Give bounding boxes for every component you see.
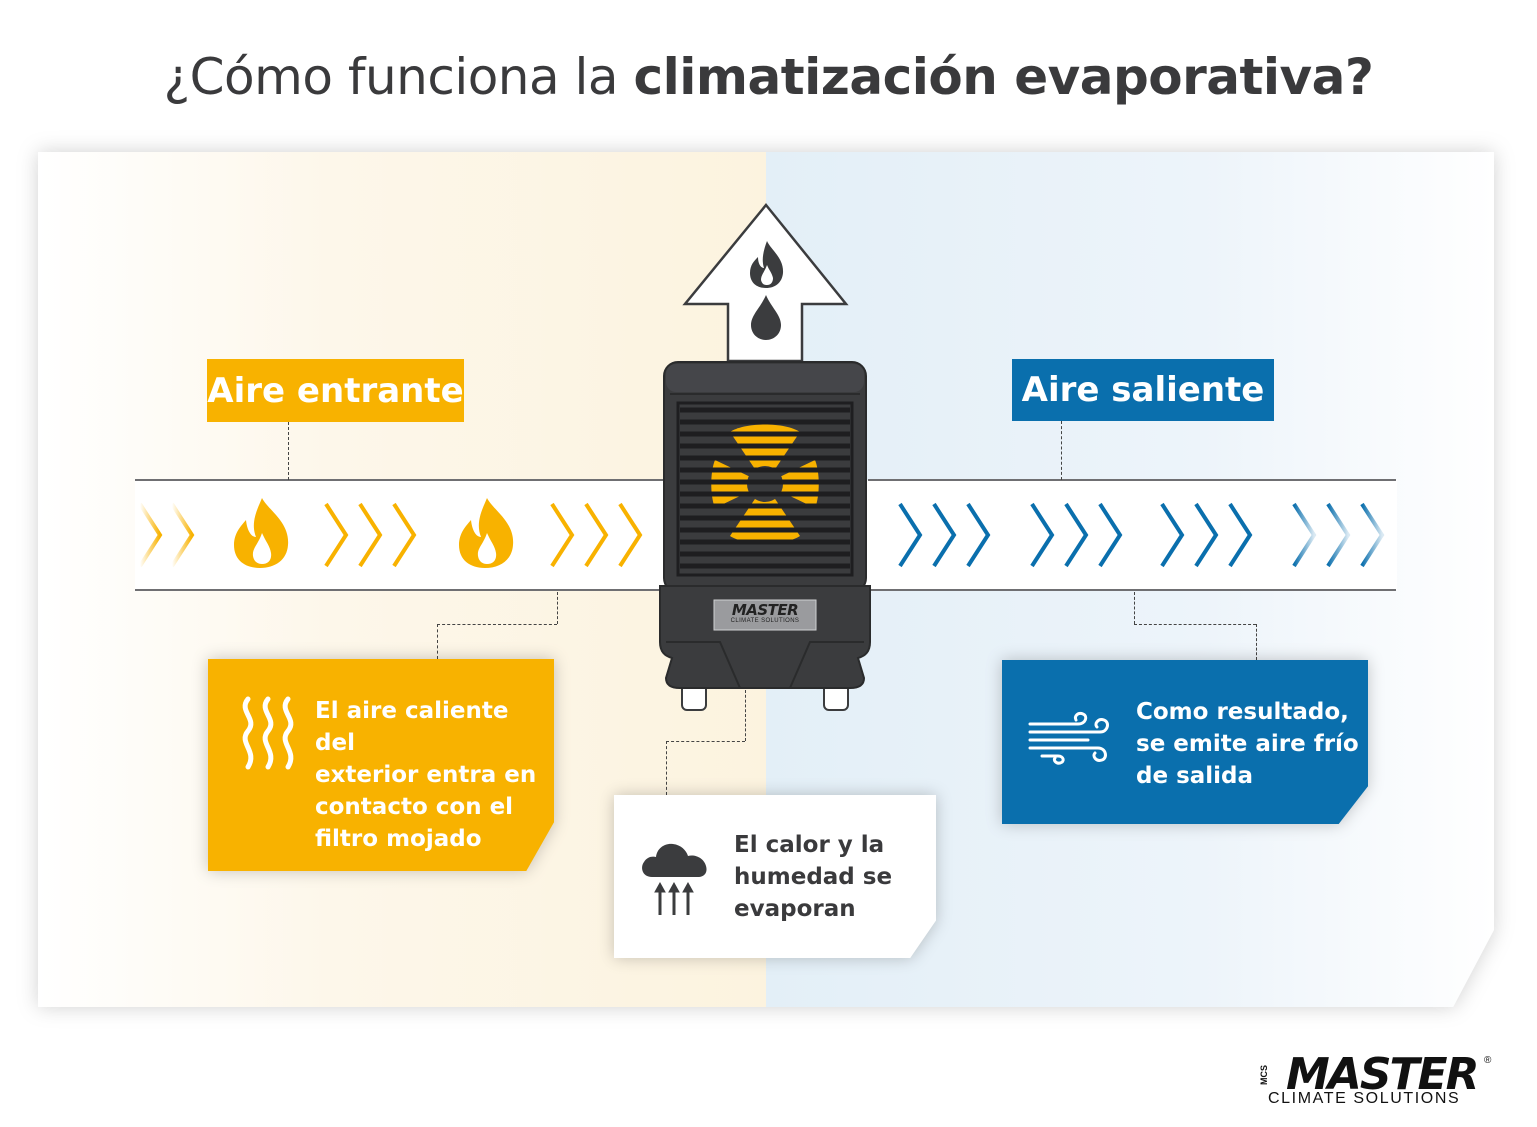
connector-result-v1 bbox=[1134, 592, 1135, 624]
connector-evaporate-v2 bbox=[666, 741, 667, 795]
connector-outgoing bbox=[1061, 421, 1062, 480]
incoming-air-label: Aire entrante bbox=[207, 359, 464, 422]
callout-hot-air-line-3: contacto con el bbox=[315, 794, 514, 820]
device-brand-sub: CLIMATE SOLUTIONS bbox=[730, 618, 800, 624]
air-band-bottom-line bbox=[135, 589, 665, 591]
logo-registered: ® bbox=[1484, 1055, 1492, 1066]
title-part-regular: ¿Cómo funciona la bbox=[163, 48, 634, 106]
cloud-icon bbox=[642, 843, 707, 915]
connector-hot-air-v1 bbox=[557, 592, 558, 624]
connector-hot-air-v2 bbox=[437, 624, 438, 659]
callout-hot-air-line-4: filtro mojado bbox=[315, 826, 482, 852]
connector-result-v2 bbox=[1256, 624, 1257, 660]
callout-evaporate-line-2: humedad se bbox=[734, 864, 893, 890]
callout-hot-air-line-1: El aire caliente del bbox=[315, 698, 509, 756]
connector-hot-air-h bbox=[437, 624, 557, 625]
flame-icon bbox=[459, 498, 514, 568]
chevron-icon-group-5 bbox=[1160, 502, 1253, 568]
callout-evaporate-line-3: evaporan bbox=[734, 896, 856, 922]
connector-incoming bbox=[288, 422, 289, 480]
chevron-icon-group-2 bbox=[550, 502, 643, 568]
callout-hot-air: El aire caliente del exterior entra en c… bbox=[208, 659, 554, 871]
callout-result-line-1: Como resultado, bbox=[1136, 699, 1349, 725]
chevron-icon-group-fade bbox=[138, 502, 195, 568]
page-title: ¿Cómo funciona la climatización evaporat… bbox=[0, 48, 1537, 106]
chevron-icon-group-1 bbox=[324, 502, 417, 568]
callout-hot-air-line-2: exterior entra en bbox=[315, 762, 537, 788]
up-arrows-icon bbox=[654, 881, 694, 915]
air-band-top-line bbox=[135, 479, 665, 481]
chevron-icon-group-fade-right bbox=[1292, 502, 1385, 568]
heat-waves-icon bbox=[242, 696, 294, 770]
connector-evaporate-h bbox=[666, 741, 745, 742]
logo-prefix: MCS bbox=[1259, 1065, 1269, 1085]
callout-evaporate-line-1: El calor y la bbox=[734, 832, 885, 858]
logo-brand: MASTER bbox=[1286, 1049, 1479, 1100]
callout-result-line-3: de salida bbox=[1136, 763, 1254, 789]
air-band-top-line-right bbox=[868, 479, 1396, 481]
connector-result-h bbox=[1134, 624, 1256, 625]
device-brand: MASTER bbox=[731, 601, 799, 619]
callout-result-line-2: se emite aire frío bbox=[1136, 731, 1359, 757]
wind-icon bbox=[1028, 712, 1109, 765]
water-drop-icon bbox=[751, 295, 781, 340]
chevron-icon-group-4 bbox=[1030, 502, 1123, 568]
callout-evaporate: El calor y la humedad se evaporan bbox=[614, 795, 936, 958]
master-logo: MCS MASTER ® CLIMATE SOLUTIONS bbox=[1259, 1049, 1492, 1107]
logo-subtitle: CLIMATE SOLUTIONS bbox=[1268, 1090, 1461, 1107]
flame-icon bbox=[750, 241, 784, 288]
outgoing-air-label: Aire saliente bbox=[1012, 359, 1274, 421]
air-band-bottom-line-right bbox=[868, 589, 1396, 591]
evaporation-arrow bbox=[682, 203, 849, 363]
chevron-icon-group-3 bbox=[898, 502, 991, 568]
callout-result: Como resultado, se emite aire frío de sa… bbox=[1002, 660, 1368, 824]
evaporative-cooler bbox=[659, 361, 871, 711]
title-part-bold: climatización evaporativa? bbox=[633, 48, 1374, 106]
connector-evaporate-v1 bbox=[745, 690, 746, 741]
device-brand-label: MASTER CLIMATE SOLUTIONS bbox=[714, 601, 816, 629]
flame-icon bbox=[234, 498, 289, 568]
